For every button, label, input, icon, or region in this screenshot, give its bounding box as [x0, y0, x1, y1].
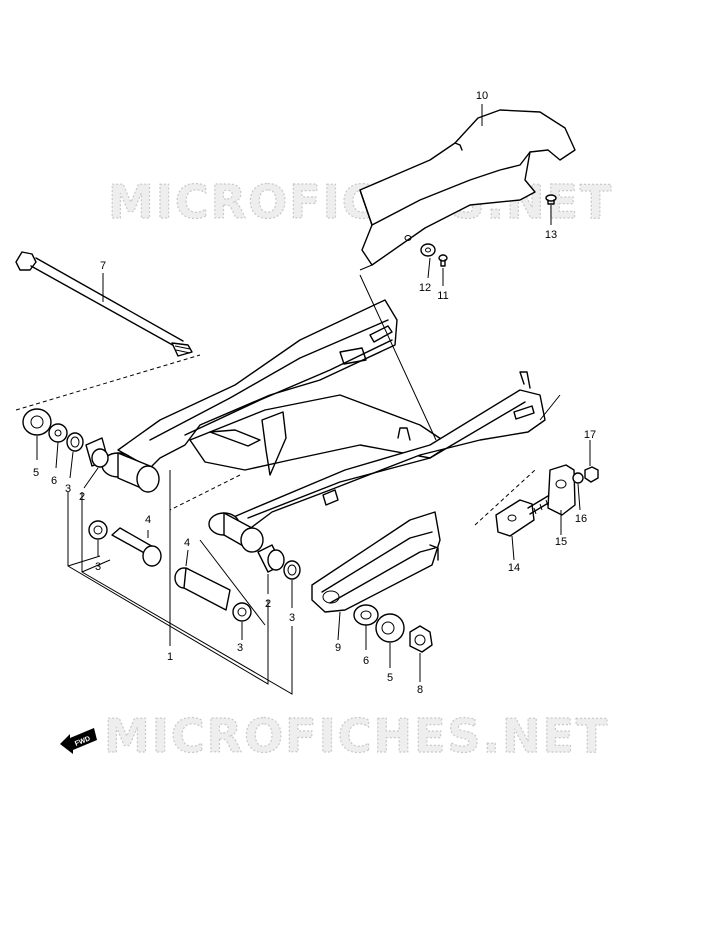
callout-13: 13: [545, 229, 557, 241]
callout-5-right: 5: [387, 672, 393, 684]
callout-17: 17: [584, 429, 596, 441]
part-1-swingarm[interactable]: [15, 299, 546, 553]
part-3-bearing-mid[interactable]: [232, 602, 252, 622]
part-8-nut[interactable]: [409, 625, 433, 653]
callouts: 10 13 12 11 7 5 6 3 2 4 3 4 2 3 3 1 9 6 …: [33, 90, 596, 696]
part-7-pivot-shaft[interactable]: [15, 251, 193, 357]
callout-10: 10: [476, 90, 488, 102]
part-17-nut[interactable]: [584, 466, 599, 483]
callout-6-left: 6: [51, 475, 57, 487]
part-6-washer-right[interactable]: [353, 604, 379, 626]
callout-5-left: 5: [33, 467, 39, 479]
callout-11: 11: [437, 290, 448, 302]
part-4-collar-mid[interactable]: [174, 567, 231, 611]
callout-16: 16: [575, 513, 587, 525]
callout-4-left: 4: [145, 514, 151, 526]
part-9-chain-slider[interactable]: [311, 511, 441, 613]
part-5-cap-left[interactable]: [22, 408, 52, 436]
callout-8: 8: [417, 684, 423, 696]
part-15-plate[interactable]: [547, 464, 576, 516]
part-16-washer[interactable]: [572, 472, 584, 484]
part-14-adjuster[interactable]: [474, 469, 561, 537]
callout-12: 12: [419, 282, 431, 294]
callout-1: 1: [167, 651, 173, 663]
callout-2-left: 2: [79, 491, 85, 503]
callout-9: 9: [335, 642, 341, 654]
part-11-screw[interactable]: [438, 254, 448, 267]
watermark-top: MICROFICHES.NET: [108, 175, 613, 229]
callout-6-right: 6: [363, 655, 369, 667]
callout-3-left: 3: [95, 561, 101, 573]
part-3-bearing-upper-left[interactable]: [66, 432, 84, 452]
callout-3-right: 3: [289, 612, 295, 624]
fwd-arrow-icon: FWD: [60, 728, 97, 754]
part-12-washer[interactable]: [420, 243, 436, 257]
callout-4-mid: 4: [184, 537, 190, 549]
part-2-spacer-right[interactable]: [257, 544, 285, 573]
watermark-bottom: MICROFICHES.NET: [104, 709, 609, 763]
part-2-spacer-left[interactable]: [85, 437, 109, 468]
callout-7: 7: [100, 260, 106, 272]
part-6-washer-left[interactable]: [48, 423, 68, 443]
leader-lines: [36, 104, 591, 695]
part-3-bearing-left[interactable]: [88, 520, 108, 540]
callout-15: 15: [555, 536, 567, 548]
callout-3-upper-left: 3: [65, 483, 71, 495]
part-4-collar-left[interactable]: [111, 527, 162, 567]
part-13-bolt[interactable]: [545, 194, 557, 205]
callout-3-mid: 3: [237, 642, 243, 654]
part-3-bearing-right[interactable]: [283, 560, 301, 580]
callout-14: 14: [508, 562, 520, 574]
part-5-cap-right[interactable]: [375, 613, 405, 643]
callout-2-right: 2: [265, 598, 271, 610]
